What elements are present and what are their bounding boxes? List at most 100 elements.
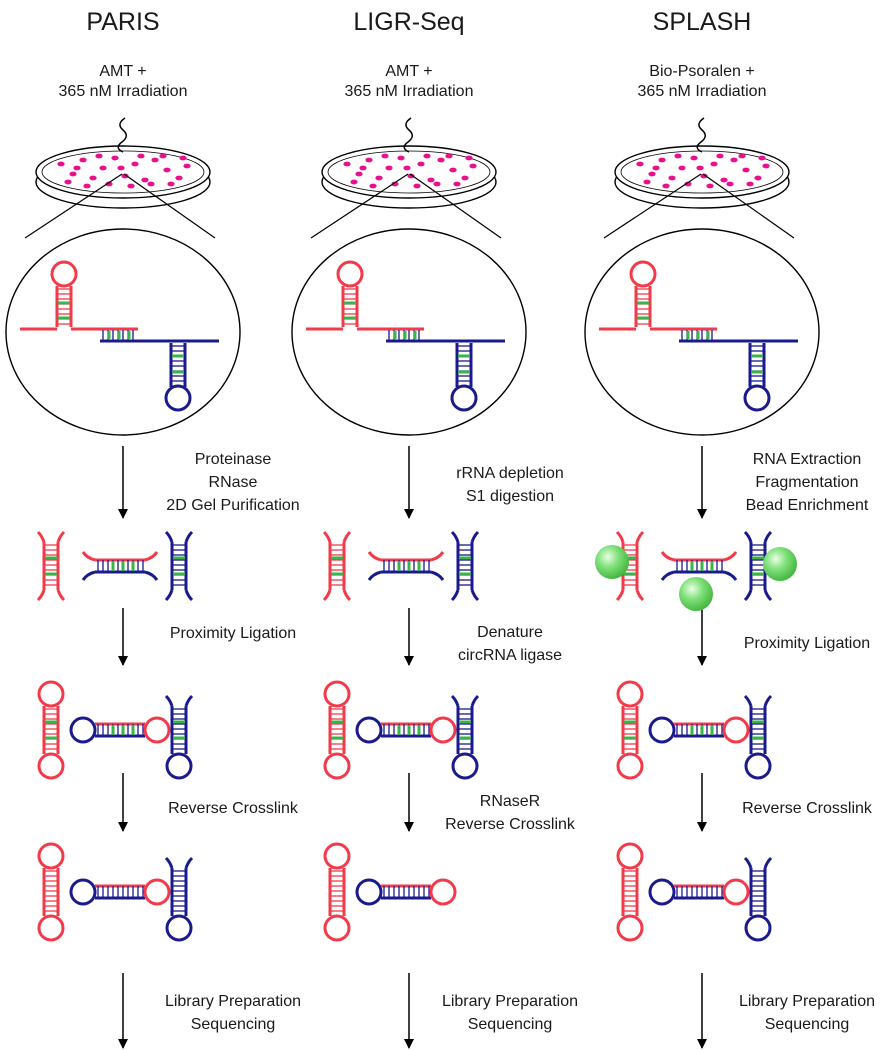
loop [450,384,478,412]
crosslink-mark [700,561,704,571]
crosslink-mark [131,725,135,735]
cell [758,155,766,161]
rna-fragments [322,530,480,602]
cell [375,175,383,181]
cell [684,181,692,187]
treatment-label: 365 nM Irradiation [638,83,767,100]
loop [355,878,383,906]
step-label: Sequencing [468,1016,553,1033]
cell [648,171,656,177]
rna-structure [599,260,798,412]
crosslink-mark [121,561,125,571]
crosslink-mark [121,725,125,735]
cell [690,155,698,161]
loop [37,752,65,780]
cell [83,183,91,189]
loop [429,878,457,906]
treatment-label: Bio-Psoralen + [649,63,754,80]
crosslink-mark [686,331,690,339]
cell [738,153,746,159]
biotin-bead [763,547,797,581]
loop [69,716,97,744]
crosslink-mark [45,736,57,740]
crosslink-mark [751,354,763,358]
cell [658,157,666,163]
cell [427,177,435,183]
crosslink-mark [458,370,470,374]
zoom-view [584,173,820,436]
zoom-view [291,173,527,436]
cell [762,163,770,169]
step-label: RNA Extraction [753,451,861,468]
loop [165,914,193,942]
loop [722,878,750,906]
step-label: Bead Enrichment [746,497,869,514]
step-label: circRNA ligase [458,647,562,664]
crosslink-mark [127,331,131,339]
crosslink-mark [173,556,185,560]
cell [643,179,651,185]
step-label: Reverse Crosslink [168,800,299,817]
zoom-view [5,173,241,436]
cell [403,165,411,171]
treatment-label: 365 nM Irradiation [345,83,474,100]
crosslink-mark [413,331,417,339]
cell [449,167,457,173]
rna-fragments [595,530,797,611]
petri-dish [35,117,211,209]
loop [648,878,676,906]
crosslink-mark [624,736,636,740]
cell [706,183,714,189]
loop [722,716,750,744]
crosslink-mark [397,725,401,735]
crosslink-reversed-product [37,842,194,942]
cell [79,157,87,163]
cell [350,179,358,185]
cell [674,153,682,159]
loop [143,878,171,906]
crosslink-mark [407,561,411,571]
cell [636,161,644,167]
cell [710,161,718,167]
crosslink-mark [58,316,70,320]
cell [99,165,107,171]
cell [151,157,159,163]
loop [451,752,479,780]
loop [50,260,78,288]
loop [37,914,65,942]
crosslink-mark [403,331,407,339]
crosslink-mark [397,561,401,571]
loop [743,384,771,412]
crosslink-mark [331,736,343,740]
cell [369,183,377,189]
loop [323,680,351,708]
cell [652,165,660,171]
cell [175,175,183,181]
loop [616,680,644,708]
cell [355,171,363,177]
petri-dish [321,117,497,209]
crosslink-mark [107,331,111,339]
crosslink-mark [624,556,636,560]
crosslink-mark [111,561,115,571]
crosslink-mark [459,556,471,560]
step-label: Library Preparation [739,993,875,1010]
ligated-product [323,680,480,780]
cell [445,153,453,159]
cell [381,153,389,159]
step-label: Library Preparation [442,993,578,1010]
crosslink-mark [637,301,649,305]
cell [69,171,77,177]
loop [37,842,65,870]
petri-dish [614,117,790,209]
cell [730,157,738,163]
crosslink-mark [331,556,343,560]
crosslink-mark [696,331,700,339]
crosslink-mark [710,725,714,735]
cell [469,163,477,169]
loop [616,752,644,780]
cell [365,157,373,163]
cell [163,167,171,173]
crosslink-mark [172,354,184,358]
crosslink-mark [393,331,397,339]
